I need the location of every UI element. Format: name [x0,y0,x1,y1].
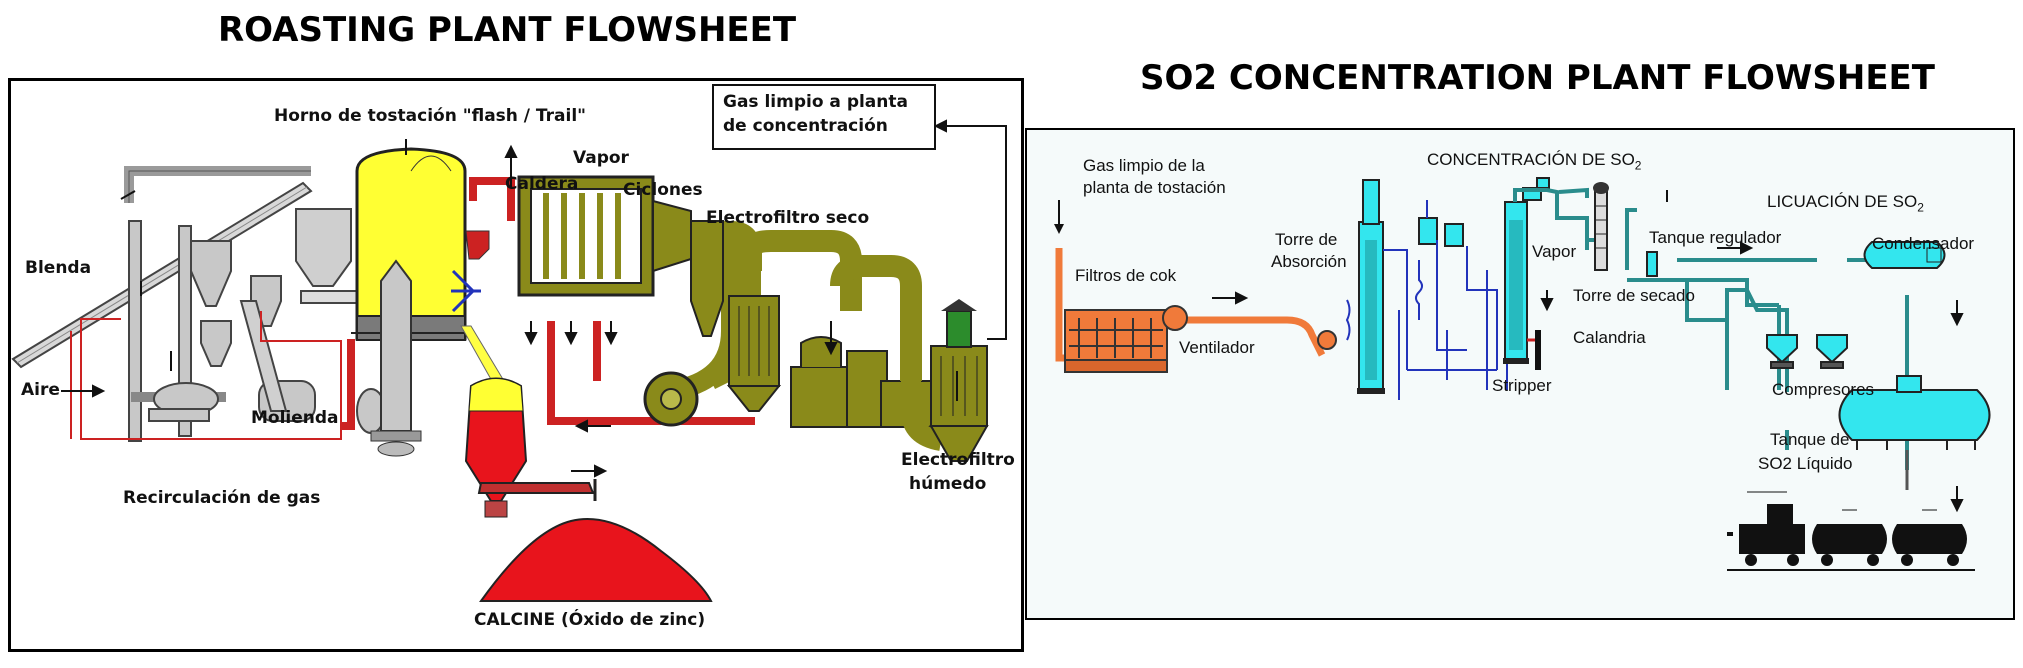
feed-preparation-equipment [128,220,386,442]
feed-screw [300,290,362,304]
roasting-furnace [351,147,473,457]
roasting-flowsheet-panel: Horno de tostación "flash / Trail" Gas l… [8,78,1024,652]
compressors [1766,334,1848,369]
compressors-label: Compresores [1772,380,1875,399]
so2-flow-arrows [1212,190,1964,513]
clean-gas-label-line2: de concentración [723,116,888,136]
clean-gas-label-line1: Gas limpio a planta [723,92,908,112]
small-red-hopper [465,230,490,260]
boiler [517,175,692,297]
so2-tank-label-line1: Tanque de [1770,430,1850,449]
so2-title: SO2 CONCENTRATION PLANT FLOWSHEET [1140,58,1935,98]
ventilator [1162,305,1188,331]
boiler-label: Caldera [505,174,579,194]
clean-gas-inlet-label-line2: planta de tostación [1083,178,1226,197]
drying-tower-label: Torre de secado [1573,286,1695,305]
roasting-diagram [11,84,1007,602]
so2-diagram [1054,177,1991,571]
blenda-conveyor [11,166,313,369]
clean-gas-label-box [712,84,936,150]
dry-electrofilter [706,230,862,412]
calcine-label: CALCINE (Óxido de zinc) [474,610,706,630]
coke-filters-label: Filtros de cok [1075,266,1177,285]
feed-hopper [295,208,352,287]
ventilator-label: Ventilador [1179,338,1255,357]
so2-tank-label-line2: SO2 Líquido [1758,454,1853,473]
furnace-label: Horno de tostación "flash / Trail" [274,106,587,126]
condenser-label: Condensador [1872,234,1975,253]
calcine-conveyor [477,479,597,501]
steam-label: Vapor [1532,242,1577,261]
clean-gas-inlet-label-line1: Gas limpio de la [1083,156,1205,175]
gas-recirculation-label: Recirculación de gas [123,488,321,508]
wet-electrofilter [901,299,989,462]
so2-concentration-label: CONCENTRACIÓN DE SO2 [1427,150,1642,173]
flow-arrows [61,144,958,478]
so2-liquid-tank [1838,375,1991,450]
so2-flowsheet-panel: Gas limpio de la planta de tostación CON… [1025,128,2015,620]
roasting-title: ROASTING PLANT FLOWSHEET [218,10,797,50]
condenser [1863,241,1946,269]
regulator-tank-label: Tanque regulador [1649,228,1782,247]
cyclones-label: Ciclones [623,180,703,200]
so2-liquefaction-label: LICUACIÓN DE SO2 [1767,192,1924,215]
calandria-label: Calandria [1573,328,1646,347]
blenda-label: Blenda [25,258,92,278]
stripper-label: Stripper [1492,376,1552,395]
rail-tank-cars [1727,491,1975,571]
blue-piping [1383,200,1508,400]
absorption-tower-label-line1: Torre de [1275,230,1338,249]
absorption-tower-label-line2: Absorción [1271,252,1347,271]
gas-recirculation-line [70,311,342,440]
clean-gas-line [933,119,1007,340]
blue-gas-duct [451,269,481,313]
steam-label: Vapor [573,148,629,168]
wet-electrofilter-label-line2: húmedo [909,474,987,494]
calcine-hopper [464,377,528,518]
regulator-tank [1646,251,1658,277]
absorption-tower [1345,179,1385,394]
dry-electrofilter-label: Electrofiltro seco [706,208,870,228]
air-label: Aire [21,380,60,400]
calcine-pile [479,518,713,602]
cyclone [690,220,724,337]
milling-label: Molienda [251,408,339,428]
stripper-tower [1503,201,1541,370]
wet-electrofilter-label-line1: Electrofiltro [901,450,1015,470]
drying-tower [1593,182,1609,271]
